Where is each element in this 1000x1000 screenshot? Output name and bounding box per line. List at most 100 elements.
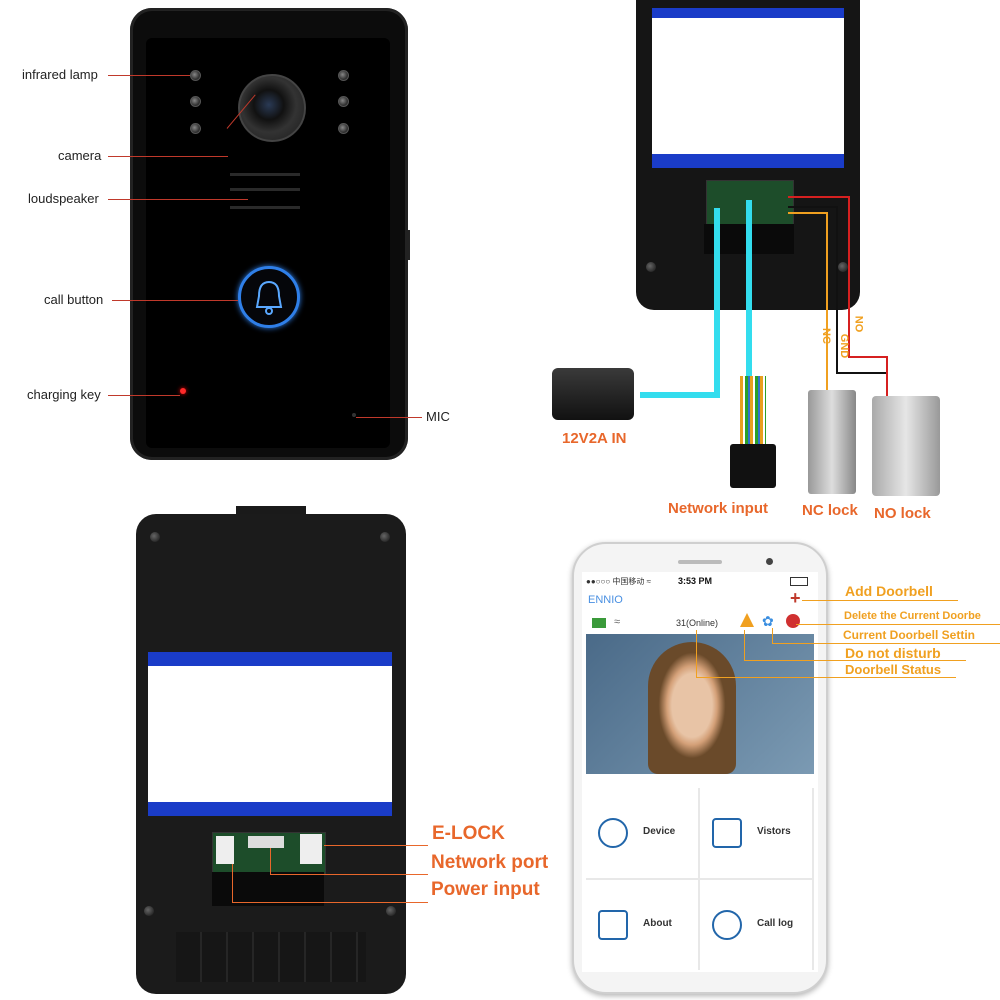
status-time: 3:53 PM xyxy=(678,576,713,586)
device-status: 31(Online) xyxy=(676,618,719,628)
leader-line xyxy=(108,395,180,396)
tiles-grid: Device Vistors About Call log xyxy=(586,788,814,970)
leader-line xyxy=(772,643,1000,644)
wire-red xyxy=(886,356,888,396)
infrared-led xyxy=(190,123,201,134)
label-infrared-lamp: infrared lamp xyxy=(22,67,98,82)
app-title: ENNIO xyxy=(588,594,623,606)
leader-line xyxy=(270,848,271,874)
bell-icon xyxy=(255,280,283,315)
tile-label: About xyxy=(643,918,672,929)
label-power-input: Power input xyxy=(431,879,540,900)
tile-label: Device xyxy=(643,826,676,837)
charging-led xyxy=(180,388,186,394)
screen xyxy=(652,18,844,154)
tile-call-log[interactable]: Call log xyxy=(700,880,812,970)
do-not-disturb-icon[interactable] xyxy=(740,613,754,627)
screw xyxy=(386,906,396,916)
speaker-grille xyxy=(230,173,300,176)
screw xyxy=(838,262,848,272)
leader-line xyxy=(796,624,1000,625)
leader-line xyxy=(744,630,745,660)
add-doorbell-button[interactable]: + xyxy=(790,588,801,608)
wire-label-nc: NC xyxy=(819,328,832,344)
wire-black xyxy=(836,206,838,374)
video-feed xyxy=(586,634,814,774)
tile-visitors[interactable]: Vistors xyxy=(700,788,812,878)
rj45-connector xyxy=(730,444,776,488)
wire-red xyxy=(848,356,888,358)
ribbon-wires xyxy=(740,376,766,446)
leader-line xyxy=(112,300,238,301)
leader-line xyxy=(270,874,428,875)
leader-line xyxy=(744,660,966,661)
no-lock xyxy=(872,396,940,496)
tile-label: Call log xyxy=(757,918,794,929)
connector-power xyxy=(216,836,234,864)
leader-line xyxy=(108,75,190,76)
label-call-button: call button xyxy=(44,292,104,307)
screen-bar xyxy=(148,802,392,816)
bottom-vents xyxy=(176,932,366,982)
callout-add-doorbell: Add Doorbell xyxy=(845,583,933,599)
infrared-led xyxy=(190,96,201,107)
screw xyxy=(380,532,390,542)
tile-about[interactable]: About xyxy=(586,880,698,970)
call-button[interactable] xyxy=(238,266,300,328)
label-network-port: Network port xyxy=(431,852,549,873)
front-panel xyxy=(130,8,408,460)
status-carrier: ●●○○○ 中国移动 ≈ xyxy=(586,577,651,586)
screw xyxy=(144,906,154,916)
leader-line xyxy=(696,630,697,677)
tile-label: Vistors xyxy=(757,826,791,837)
power-cable xyxy=(714,208,720,396)
leader-line xyxy=(772,628,773,643)
info-icon xyxy=(598,910,628,940)
settings-gear-icon[interactable]: ✿ xyxy=(762,613,774,629)
mic-hole xyxy=(352,413,356,417)
label-charging-key: charging key xyxy=(27,387,101,402)
leader-line xyxy=(232,864,233,902)
callout-current-setting: Current Doorbell Settin xyxy=(843,628,976,642)
callout-doorbell-status: Doorbell Status xyxy=(845,662,942,677)
side-tab xyxy=(406,230,410,260)
delete-doorbell-icon[interactable] xyxy=(786,614,800,628)
infrared-led xyxy=(338,96,349,107)
speaker-grille xyxy=(230,206,300,209)
callout-do-not-disturb: Do not disturb xyxy=(845,645,941,661)
screw xyxy=(646,262,656,272)
label-mic: MIC xyxy=(426,409,450,424)
label-network-input: Network input xyxy=(668,500,768,517)
leader-line xyxy=(356,417,422,418)
power-cable xyxy=(640,392,720,398)
back-top-tab xyxy=(236,506,306,516)
leader-line xyxy=(802,600,958,601)
speaker-grille xyxy=(230,188,300,191)
screw xyxy=(150,532,160,542)
wire-orange xyxy=(788,212,828,214)
screen xyxy=(148,666,392,802)
infrared-led xyxy=(338,123,349,134)
phone-screen: ●●○○○ 中国移动 ≈ 3:53 PM ENNIO + ≈ 31(Online… xyxy=(582,572,818,972)
wire-red xyxy=(848,196,850,356)
connector-network xyxy=(248,836,284,848)
leader-line xyxy=(108,156,228,157)
phone-icon xyxy=(598,818,628,848)
call-log-icon xyxy=(712,910,742,940)
camera-lens xyxy=(238,74,306,142)
folder-icon xyxy=(592,618,606,628)
wire-orange xyxy=(826,212,828,392)
label-no-lock: NO lock xyxy=(874,505,931,522)
wifi-icon: ≈ xyxy=(614,616,621,628)
power-adapter xyxy=(552,368,634,420)
screen-bar xyxy=(148,652,392,666)
wire-red xyxy=(788,196,850,198)
label-power-in: 12V2A IN xyxy=(562,430,627,447)
wire-label-gnd: GND xyxy=(838,333,851,359)
connector-well xyxy=(212,872,324,906)
leader-line xyxy=(324,845,428,846)
network-cable xyxy=(746,200,752,380)
tile-device[interactable]: Device xyxy=(586,788,698,878)
front-camera xyxy=(766,558,773,565)
label-e-lock: E-LOCK xyxy=(432,823,505,844)
